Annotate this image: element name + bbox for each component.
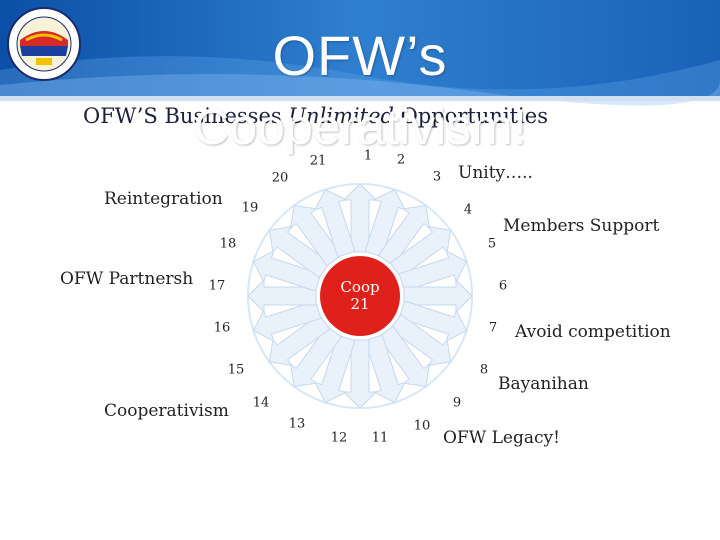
diagram-number: 17 [208,278,226,294]
cooperative-seal-logo-icon [7,7,81,81]
spoke-arrow [342,339,378,409]
diagram-number: 21 [309,153,327,169]
diagram-number: 19 [241,200,259,216]
diagram-number: 3 [432,169,442,185]
spoke-arrow [247,278,317,314]
diagram-number: 2 [396,152,406,168]
spoke-arrow [252,300,322,342]
center-label: Coop 21 [340,277,380,314]
diagram-number: 6 [498,278,508,294]
center-coop-circle [320,256,400,336]
diagram-number: 1 [363,148,373,164]
diagram-number: 16 [213,320,231,336]
spoke-arrow [268,225,331,279]
subtitle-suffix: Opportunities [393,104,548,128]
diagram-number: 14 [252,395,270,411]
spoke-arrow [377,204,431,267]
spoke-arrow [252,250,322,292]
label-avoid-competition: Avoid competition [515,322,671,342]
diagram-number: 4 [463,202,473,218]
label-reintegration: Reintegration [104,189,223,209]
spoke-arrow [398,300,468,342]
label-members-support: Members Support [503,216,660,236]
subtitle-italic: Unlimited [288,104,394,128]
spoke-arrow [289,325,343,388]
slide-subtitle: OFW’S Businesses Unlimited Opportunities [83,104,548,128]
diagram-number: 11 [371,430,389,446]
spoke-arrow [389,225,452,279]
spoke-arrow [314,188,356,258]
label-bayanihan: Bayanihan [498,374,589,394]
diagram-number: 8 [479,362,489,378]
spoke-arrow [289,204,343,267]
slide-title-line2: Cooperativism! [193,99,527,155]
diagram-number: 15 [227,362,245,378]
center-coop-number: 21 [350,295,370,313]
diagram-number: 9 [452,395,462,411]
diagram-number: 20 [271,170,289,186]
spoke-arrow [377,325,431,388]
subtitle-prefix: OFW’S Businesses [83,104,289,128]
spoke-arrow [389,313,452,367]
spoke-arrow [403,278,473,314]
diagram-number: 10 [413,418,431,434]
spoke-arrow [364,188,406,258]
label-unity: Unity….. [458,163,533,183]
label-cooperativism: Cooperativism [104,401,229,421]
spoke-arrow [314,334,356,404]
slide-title: OFW’s [272,24,448,87]
spoke-arrow [268,313,331,367]
label-ofw-legacy: OFW Legacy! [443,428,560,448]
label-ofw-partnership: OFW Partnersh [60,269,194,289]
diagram-number: 7 [488,320,498,336]
spoke-arrow [398,250,468,292]
diagram-number: 18 [219,236,237,252]
center-coop-label: Coop [340,277,380,296]
diagram-number: 13 [288,416,306,432]
diagram-number: 12 [330,430,348,446]
diagram-number: 5 [487,236,497,252]
spoke-arrow [364,334,406,404]
